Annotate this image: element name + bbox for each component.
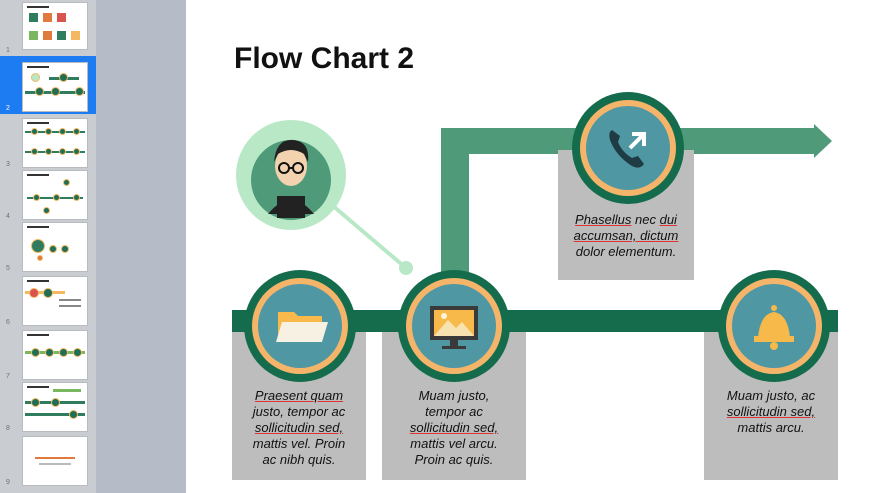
slide-thumbnail-4[interactable]: 4 xyxy=(0,166,96,222)
phone-node xyxy=(572,92,684,204)
arrow-right-icon xyxy=(814,124,832,158)
card-line: Muam justo, xyxy=(418,388,490,403)
folder-icon xyxy=(276,312,328,342)
monitor-image-icon xyxy=(430,306,478,349)
person-node xyxy=(236,120,346,230)
slide-number: 8 xyxy=(6,425,10,432)
card-line: sollicitudin sed, xyxy=(254,420,344,435)
bell-node xyxy=(718,270,830,382)
connector-end-dot xyxy=(399,261,413,275)
card-line: dolor elementum. xyxy=(575,244,677,259)
slide-number: 5 xyxy=(6,265,10,272)
person-avatar-icon xyxy=(251,139,331,220)
canvas-background xyxy=(96,0,186,493)
slide-7-preview xyxy=(22,330,88,380)
slide-thumbnail-1[interactable]: 1 xyxy=(0,0,96,56)
slide-thumbnail-7[interactable]: 7 xyxy=(0,326,96,382)
slide-9-preview xyxy=(22,436,88,486)
slide-8-preview xyxy=(22,382,88,432)
slide-thumbnail-6[interactable]: 6 xyxy=(0,272,96,328)
slide-thumbnail-panel: 1 2 3 xyxy=(0,0,97,493)
slide-canvas: Flow Chart 2 Phasellus nec dui accumsan,… xyxy=(186,0,870,493)
slide-2-preview xyxy=(22,62,88,112)
slide-thumbnail-5[interactable]: 5 xyxy=(0,218,96,274)
card-line: Muam justo, ac xyxy=(726,388,816,403)
slide-4-preview xyxy=(22,170,88,220)
person-connector-line xyxy=(324,198,408,270)
folder-node xyxy=(244,270,356,382)
card-line: Phasellus nec dui xyxy=(575,212,677,227)
card-line: mattis vel arcu. xyxy=(410,436,498,451)
slide-number: 7 xyxy=(6,373,10,380)
card-line: ac nibh quis. xyxy=(262,452,336,467)
bell-icon xyxy=(754,305,794,350)
slide-thumbnail-9[interactable]: 9 xyxy=(0,432,96,488)
slide-thumbnail-2[interactable]: 2 xyxy=(0,56,96,114)
slide-thumbnail-8[interactable]: 8 xyxy=(0,378,96,434)
card-line: accumsan, dictum xyxy=(573,228,679,243)
bottom-flow-bar xyxy=(232,310,838,332)
slide-number: 3 xyxy=(6,161,10,168)
slide-number: 4 xyxy=(6,213,10,220)
card-line: mattis vel. Proin xyxy=(252,436,346,451)
slide-number: 1 xyxy=(6,47,10,54)
slide-3-preview xyxy=(22,118,88,168)
card-line: Praesent quam xyxy=(254,388,344,403)
card-line: Proin ac quis. xyxy=(414,452,494,467)
card-line: tempor ac xyxy=(425,404,483,419)
phone-icon xyxy=(609,130,646,168)
slide-1-preview xyxy=(22,2,88,50)
card-line: mattis arcu. xyxy=(737,420,805,435)
slide-number: 9 xyxy=(6,479,10,486)
slide-title: Flow Chart 2 xyxy=(234,42,415,75)
slide-number: 2 xyxy=(6,105,10,112)
slide-6-preview xyxy=(22,276,88,326)
slide-5-preview xyxy=(22,222,88,272)
card-line: justo, tempor ac xyxy=(252,404,346,419)
monitor-node xyxy=(398,270,510,382)
slide-thumbnail-3[interactable]: 3 xyxy=(0,114,96,170)
slide-number: 6 xyxy=(6,319,10,326)
card-line: sollicitudin sed, xyxy=(726,404,816,419)
card-line: sollicitudin sed, xyxy=(409,420,499,435)
